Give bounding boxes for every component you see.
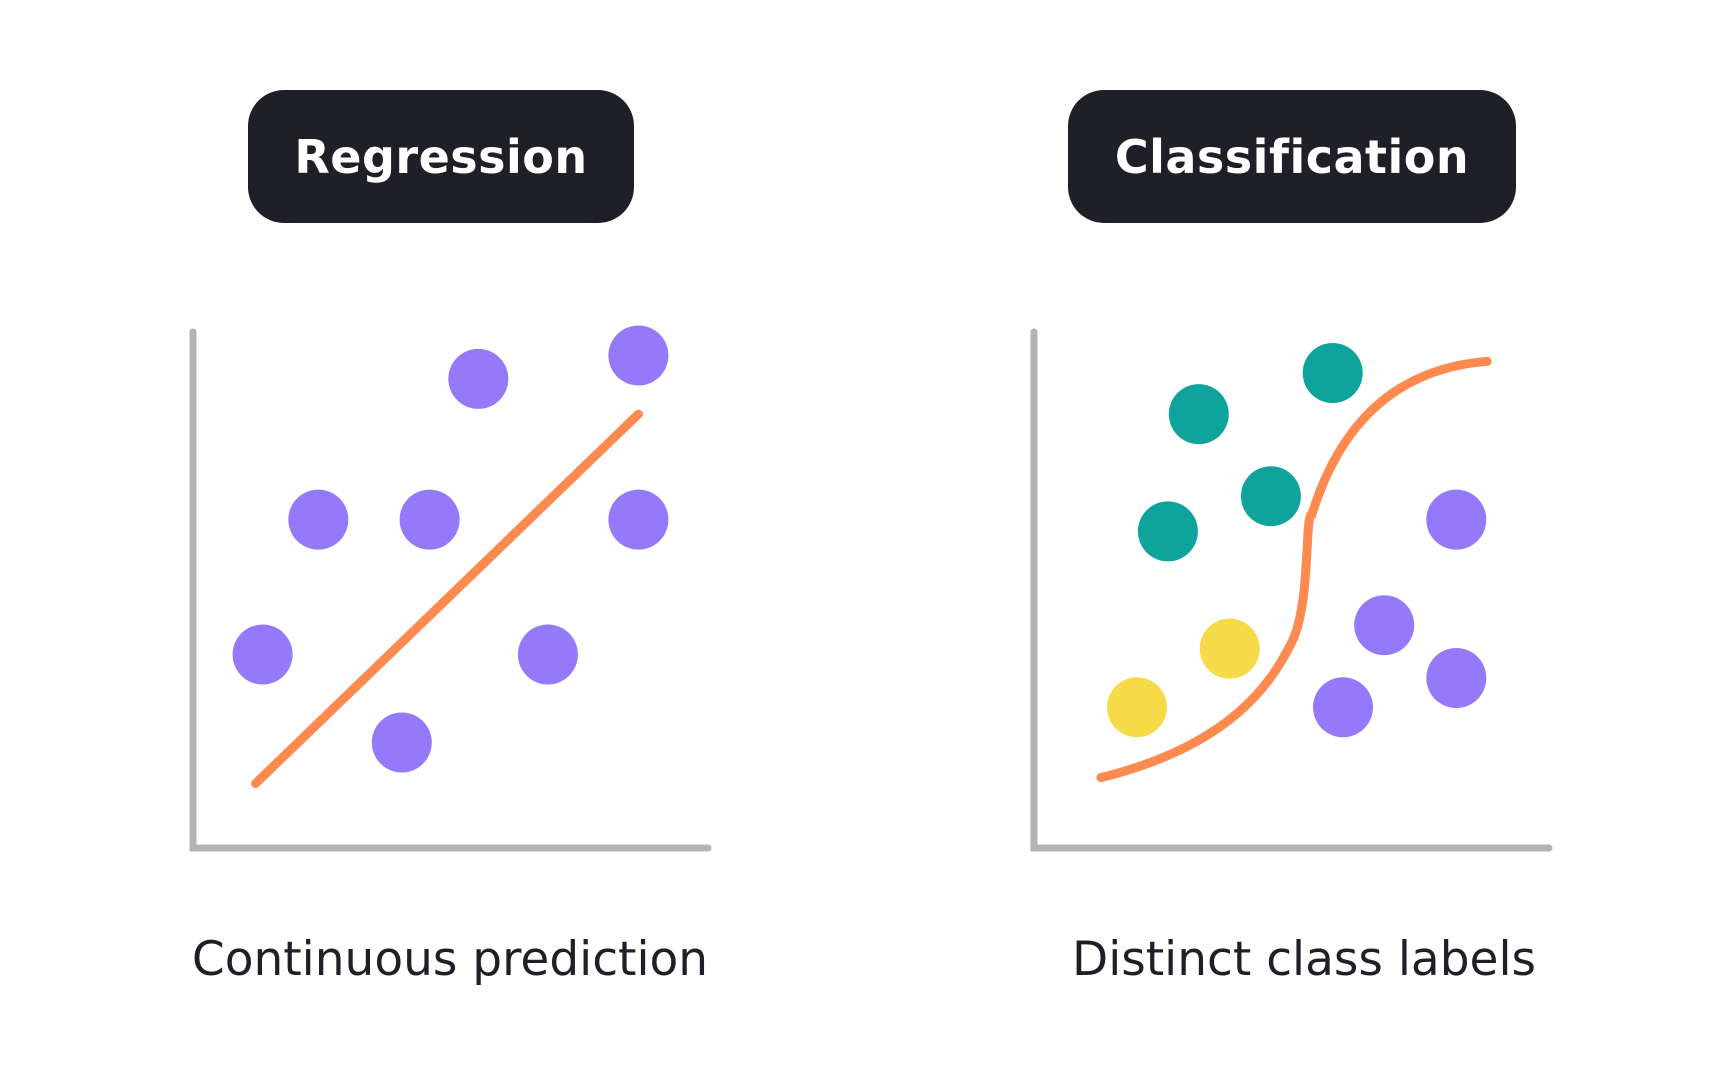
regression-point-purple [517, 624, 578, 685]
regression-point-purple [608, 489, 669, 550]
regression-point-purple [608, 325, 669, 386]
regression-points [232, 325, 669, 773]
classification-point-purple [1426, 648, 1487, 708]
classification-scatter-plot [1030, 328, 1553, 852]
classification-point-teal [1168, 384, 1229, 445]
classification-point-purple [1354, 595, 1415, 656]
classification-panel: Classification Distinct class labels [864, 0, 1728, 1080]
regression-title-badge: Regression [248, 90, 634, 223]
classification-title: Classification [1114, 129, 1470, 184]
classification-point-purple [1426, 489, 1487, 550]
classification-point-teal [1240, 466, 1301, 527]
regression-point-purple [232, 624, 293, 685]
regression-point-purple [399, 489, 460, 550]
classification-point-purple [1313, 677, 1373, 738]
regression-axes [189, 328, 712, 852]
classification-point-teal [1302, 343, 1363, 403]
classification-points [1107, 343, 1487, 738]
classification-point-yellow [1107, 677, 1167, 738]
classification-point-teal [1137, 501, 1198, 562]
regression-point-purple [371, 712, 432, 773]
classification-axes [1030, 328, 1553, 852]
regression-scatter-plot [189, 325, 712, 852]
regression-caption: Continuous prediction [191, 932, 709, 987]
regression-fit-line [251, 409, 643, 788]
regression-title: Regression [294, 129, 588, 184]
classification-point-yellow [1199, 618, 1260, 679]
classification-decision-boundary [1096, 356, 1492, 783]
classification-title-badge: Classification [1068, 90, 1516, 223]
regression-point-purple [288, 489, 349, 550]
regression-panel: Regression Continuous prediction [189, 90, 712, 987]
classification-caption: Distinct class labels [1072, 932, 1536, 987]
regression-point-purple [448, 348, 509, 409]
